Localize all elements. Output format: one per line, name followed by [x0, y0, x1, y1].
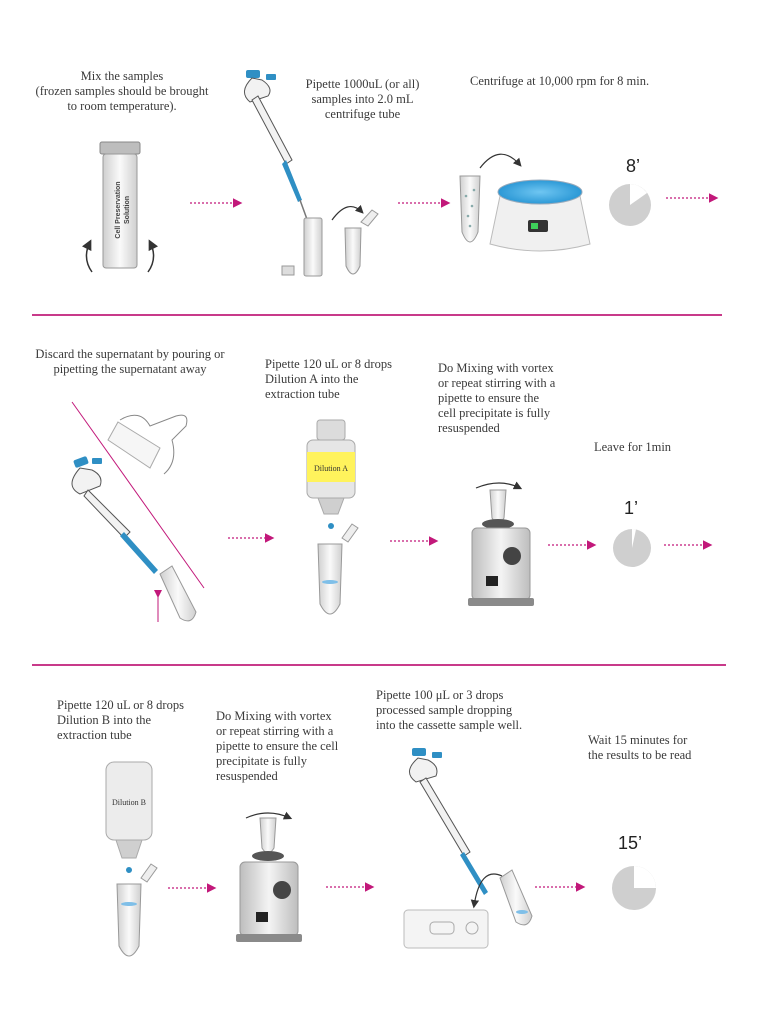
- timer-icon: [612, 866, 656, 910]
- test-cassette-icon: [403, 909, 489, 949]
- row3-step4-text: Wait 15 minutes for the results to be re…: [588, 733, 738, 763]
- text-line: into the cassette sample well.: [376, 718, 523, 732]
- timer-icon: [613, 528, 651, 567]
- extraction-tube-icon: [154, 565, 197, 622]
- sample-tube-icon: [303, 217, 323, 277]
- text-line: (frozen samples should be brought: [35, 84, 209, 98]
- timer-icon: [609, 184, 651, 226]
- section-divider: [32, 314, 722, 316]
- text-line: Mix the samples: [80, 69, 164, 83]
- pipette-icon: [244, 70, 309, 223]
- row3-step2-text: Do Mixing with vortex or repeat stirring…: [216, 709, 366, 784]
- transfer-arrow-icon: [479, 153, 522, 169]
- text-line: resuspended: [438, 421, 500, 435]
- centrifuge-tube-icon: [459, 175, 481, 243]
- extraction-tube-icon: [317, 523, 359, 615]
- text-line: centrifuge tube: [324, 107, 401, 121]
- text-line: pipette to ensure the: [438, 391, 540, 405]
- vortex-mixer-icon: [236, 811, 302, 942]
- row1-step2-text: Pipette 1000uL (or all) samples into 2.0…: [290, 77, 435, 122]
- dilution-bottle-icon: Dilution B: [105, 761, 153, 873]
- row2-step2-text: Pipette 120 uL or 8 drops Dilution A int…: [265, 357, 415, 402]
- row1-step3-text: Centrifuge at 10,000 rpm for 8 min.: [470, 74, 650, 88]
- text-line: the results to be read: [588, 748, 692, 762]
- row3-step1-text: Pipette 120 uL or 8 drops Dilution B int…: [57, 698, 207, 743]
- text-line: Pipette 120 uL or 8 drops: [265, 357, 392, 371]
- transfer-arrow-icon: [331, 204, 364, 221]
- centrifuge-tube-icon: [344, 209, 379, 275]
- transfer-arrow-icon: [470, 873, 503, 909]
- tube-label: Solution: [124, 196, 131, 224]
- text-line: or repeat stirring with a: [438, 376, 556, 390]
- text-line: pipetting the supernatant away: [53, 362, 207, 376]
- extraction-tube-icon: [499, 869, 533, 926]
- section-divider: [32, 664, 726, 666]
- tube-label: Cell Preservation: [115, 181, 122, 238]
- timer-label: 8’: [626, 156, 641, 176]
- text-line: to room temperature).: [67, 99, 177, 113]
- hand-icon: [107, 414, 188, 475]
- text-line: or repeat stirring with a: [216, 724, 334, 738]
- sample-tube-icon: Cell Preservation Solution: [99, 141, 141, 269]
- text-line: Do Mixing with vortex: [216, 709, 332, 723]
- text-line: Pipette 100 μL or 3 drops: [376, 688, 504, 702]
- text-line: extraction tube: [57, 728, 132, 742]
- row3-step3-text: Pipette 100 μL or 3 drops processed samp…: [376, 688, 546, 733]
- timer-label: 15’: [618, 833, 643, 853]
- text-line: Dilution B into the: [57, 713, 152, 727]
- tube-cap-icon: [281, 265, 295, 276]
- text-line: Pipette 1000uL (or all): [305, 77, 420, 91]
- extraction-tube-icon: [116, 863, 158, 957]
- pipette-icon: [71, 456, 158, 574]
- text-line: Pipette 120 uL or 8 drops: [57, 698, 184, 712]
- bottle-label: Dilution A: [314, 464, 348, 473]
- guide-line: [71, 401, 205, 589]
- mix-arrow-icon: [81, 239, 93, 273]
- pipette-icon: [409, 748, 488, 895]
- row2-step3-text: Do Mixing with vortex or repeat stirring…: [438, 361, 588, 436]
- mix-arrow-icon: [147, 239, 159, 273]
- row2-step1-text: Discard the supernatant by pouring or pi…: [20, 347, 240, 377]
- text-line: Dilution A into the: [265, 372, 359, 386]
- text-line: pipette to ensure the cell: [216, 739, 339, 753]
- text-line: resuspended: [216, 769, 278, 783]
- text-line: Do Mixing with vortex: [438, 361, 554, 375]
- centrifuge-icon: [489, 179, 591, 252]
- timer-label: 1’: [624, 498, 639, 518]
- row2-step4-text: Leave for 1min: [594, 440, 672, 454]
- dilution-bottle-icon: Dilution A: [306, 419, 356, 529]
- text-line: Discard the supernatant by pouring or: [35, 347, 225, 361]
- text-line: cell precipitate is fully: [438, 406, 551, 420]
- text-line: samples into 2.0 mL: [311, 92, 414, 106]
- text-line: precipitate is fully: [216, 754, 307, 768]
- bottle-label: Dilution B: [112, 798, 146, 807]
- text-line: processed sample dropping: [376, 703, 513, 717]
- row1-step1-text: Mix the samples (frozen samples should b…: [22, 69, 222, 114]
- text-line: extraction tube: [265, 387, 340, 401]
- vortex-mixer-icon: [468, 481, 534, 606]
- text-line: Wait 15 minutes for: [588, 733, 688, 747]
